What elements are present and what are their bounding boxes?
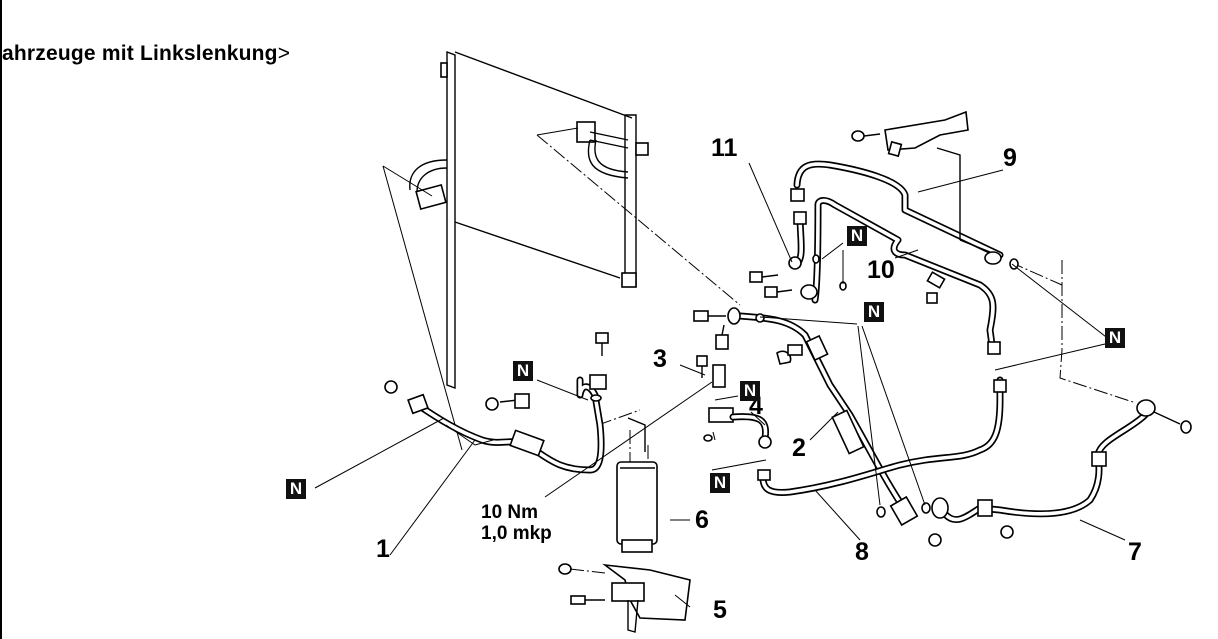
leader-lines <box>314 162 1126 608</box>
condenser <box>409 50 649 390</box>
page-left-border <box>0 0 2 639</box>
n-badge: N <box>740 381 760 401</box>
n-badge: N <box>847 226 867 246</box>
bracket-upper <box>851 110 969 240</box>
torque-spec-mkp: 1,0 mkp <box>481 523 552 544</box>
pipe-9 <box>790 160 1019 270</box>
callout-9: 9 <box>1003 144 1017 172</box>
torque-spec-nm: 10 Nm <box>481 502 539 523</box>
callout-3: 3 <box>653 345 667 373</box>
receiver-drier <box>616 417 658 553</box>
bracket <box>558 563 691 633</box>
callout-1: 1 <box>376 535 390 563</box>
pipe-8 <box>757 376 1007 518</box>
pipe-7 <box>928 399 1192 547</box>
callout-2: 2 <box>792 434 806 462</box>
torque-spec: 10 Nm 1,0 mkp <box>481 502 552 544</box>
bolt-top-receiver <box>595 332 609 356</box>
pipe-2 <box>693 307 919 527</box>
callout-11: 11 <box>711 134 738 162</box>
n-badge: N <box>286 479 306 499</box>
n-badge: N <box>513 361 533 381</box>
diagram-title-suffix: > <box>277 42 291 65</box>
callout-8: 8 <box>855 538 869 566</box>
guide-lines <box>382 127 1137 451</box>
pipe-11 <box>749 211 847 298</box>
n-badge: N <box>1105 328 1125 348</box>
callout-7: 7 <box>1128 538 1142 566</box>
pipe-1 <box>384 374 607 474</box>
callout-10: 10 <box>867 256 895 284</box>
n-badge: N <box>710 473 730 493</box>
diagram-title-text: ahrzeuge mit Linkslenkung <box>2 42 278 65</box>
diagram-title: ahrzeuge mit Linkslenkung> <box>2 42 290 66</box>
callout-6: 6 <box>695 506 709 534</box>
callout-5: 5 <box>713 596 727 624</box>
small-fittings <box>926 271 946 304</box>
pipe-10 <box>800 197 1001 355</box>
n-badge: N <box>864 302 884 322</box>
